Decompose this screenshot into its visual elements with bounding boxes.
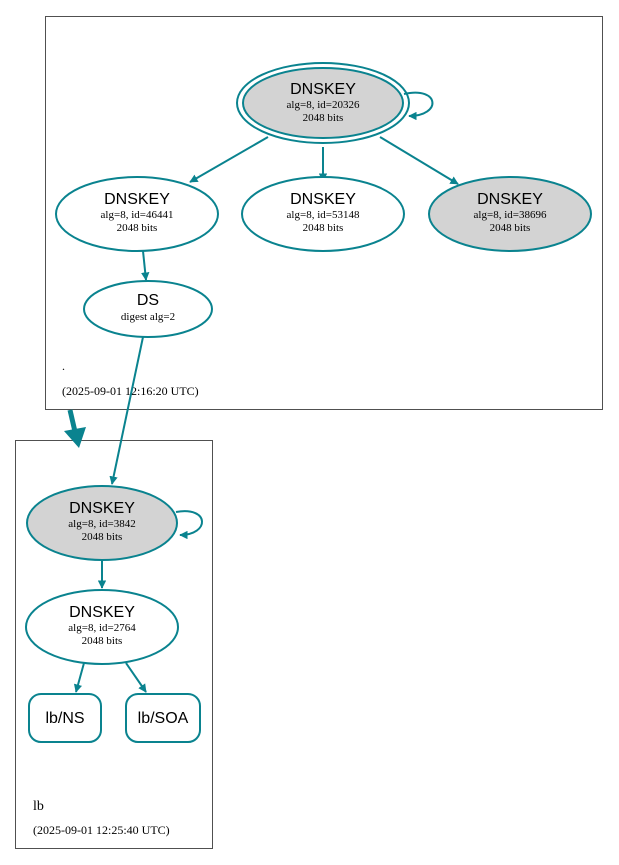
root-ds-ellipse (83, 280, 213, 338)
edge-ds-to-3842 (109, 336, 144, 485)
edge-2764-to-soa (125, 662, 147, 693)
root-dnskey-53148-node[interactable]: DNSKEY alg=8, id=53148 2048 bits (241, 176, 405, 252)
lb-soa-node[interactable]: lb/SOA (125, 693, 201, 743)
root-dnskey-53148-ellipse (241, 176, 405, 252)
root-dnskey-38696-line1: alg=8, id=38696 (474, 209, 547, 221)
root-ksk-line1: alg=8, id=20326 (287, 99, 360, 111)
root-zone-name: . (62, 359, 65, 373)
edge-ksk-to-46441 (189, 136, 269, 183)
root-ksk-node[interactable]: DNSKEY alg=8, id=20326 2048 bits (236, 62, 410, 144)
root-dnskey-53148-line1: alg=8, id=53148 (287, 209, 360, 221)
root-zone-cluster (45, 16, 603, 410)
lb-dnskey-3842-title: DNSKEY (69, 500, 135, 517)
lb-dnskey-3842-line1: alg=8, id=3842 (68, 518, 135, 530)
root-ksk-outer-ring (236, 62, 410, 144)
root-dnskey-53148-line2: 2048 bits (303, 222, 344, 234)
root-dnskey-38696-title: DNSKEY (477, 191, 543, 208)
lb-ns-box (28, 693, 102, 743)
lb-dnskey-2764-line1: alg=8, id=2764 (68, 622, 136, 634)
lb-zone-name: lb (33, 799, 44, 814)
lb-zone-cluster (15, 440, 213, 849)
lb-dnskey-3842-line2: 2048 bits (82, 531, 123, 543)
root-ds-title: DS (137, 292, 159, 309)
root-dnskey-53148-title: DNSKEY (290, 191, 356, 208)
lb-zone-timestamp: (2025-09-01 12:25:40 UTC) (33, 823, 170, 837)
lb-dnskey-2764-line2: 2048 bits (82, 635, 123, 647)
edge-ksk-self-loop (403, 91, 434, 121)
edge-3842-self-loop (175, 510, 203, 540)
root-ds-line1: digest alg=2 (121, 311, 175, 323)
lb-dnskey-3842-ellipse (26, 485, 178, 561)
lb-soa-box (125, 693, 201, 743)
delegation-arrowhead (64, 427, 86, 448)
root-dnskey-46441-node[interactable]: DNSKEY alg=8, id=46441 2048 bits (55, 176, 219, 252)
root-ds-node[interactable]: DS digest alg=2 (83, 280, 213, 338)
root-dnskey-46441-title: DNSKEY (104, 191, 170, 208)
root-zone-timestamp: (2025-09-01 12:16:20 UTC) (62, 384, 199, 398)
root-ksk-title: DNSKEY (290, 81, 356, 98)
root-dnskey-46441-line1: alg=8, id=46441 (101, 209, 174, 221)
edge-2764-to-ns (73, 662, 85, 693)
lb-dnskey-2764-ellipse (25, 589, 179, 665)
edge-46441-to-ds (141, 250, 150, 281)
lb-zone-edges (73, 510, 203, 693)
lb-ns-node[interactable]: lb/NS (28, 693, 102, 743)
root-dnskey-46441-ellipse (55, 176, 219, 252)
lb-soa-label: lb/SOA (138, 710, 189, 727)
root-ksk-ellipse (242, 67, 404, 139)
root-dnskey-38696-ellipse (428, 176, 592, 252)
lb-ns-label: lb/NS (45, 710, 84, 727)
root-dnskey-46441-line2: 2048 bits (117, 222, 158, 234)
root-ksk-line2: 2048 bits (303, 112, 344, 124)
root-dnskey-38696-node[interactable]: DNSKEY alg=8, id=38696 2048 bits (428, 176, 592, 252)
lb-dnskey-2764-title: DNSKEY (69, 604, 135, 621)
root-zone-edges (141, 91, 459, 281)
edge-ksk-to-38696 (379, 136, 459, 185)
root-dnskey-38696-line2: 2048 bits (490, 222, 531, 234)
lb-dnskey-3842-node[interactable]: DNSKEY alg=8, id=3842 2048 bits (26, 485, 178, 561)
lb-dnskey-2764-node[interactable]: DNSKEY alg=8, id=2764 2048 bits (25, 589, 179, 665)
